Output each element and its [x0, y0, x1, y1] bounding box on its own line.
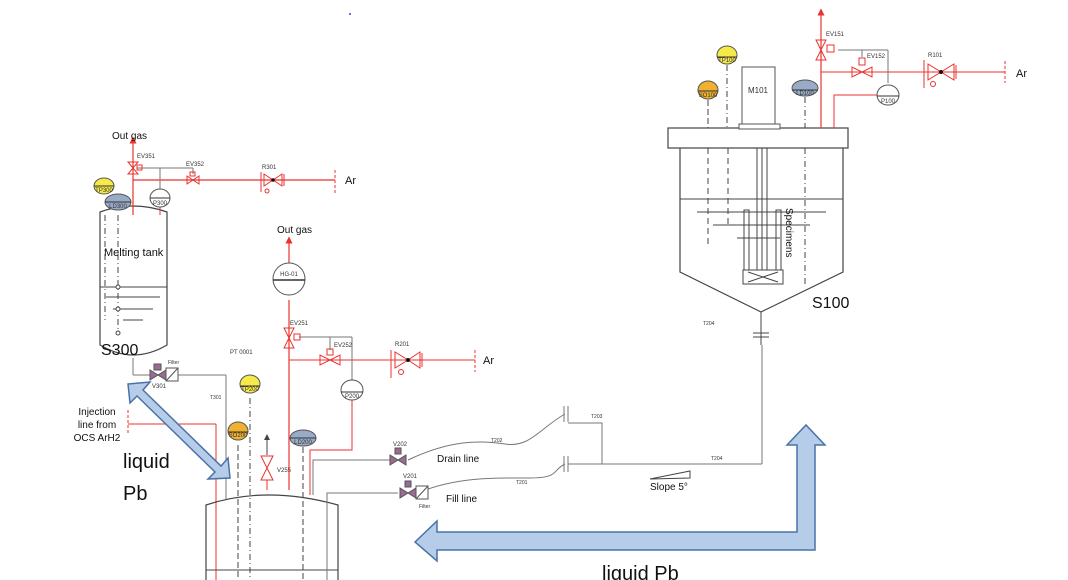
- valve-v301[interactable]: [149, 363, 167, 381]
- sensor-so200[interactable]: SO200: [227, 421, 249, 441]
- sensor-ld200[interactable]: LD200: [289, 429, 317, 447]
- valve-v202[interactable]: [389, 447, 407, 466]
- drain-line-pipe[interactable]: [312, 413, 566, 495]
- svg-text:LD100: LD100: [796, 91, 814, 97]
- v301-label: V301: [152, 384, 167, 390]
- valve-ev252[interactable]: [319, 348, 341, 366]
- svg-text:M101: M101: [748, 86, 769, 95]
- svg-text:TP200: TP200: [241, 387, 259, 393]
- sensor-p200[interactable]: P200: [340, 379, 364, 401]
- v201-label: V201: [403, 474, 418, 480]
- svg-text:TP300: TP300: [95, 188, 113, 194]
- r201-label: R201: [395, 342, 410, 348]
- t201-label: T201: [516, 480, 528, 486]
- ar-s100: Ar: [1016, 68, 1027, 80]
- ev152-label: EV152: [867, 54, 886, 60]
- drain-line-label: Drain line: [437, 454, 480, 465]
- valve-ev251[interactable]: [283, 327, 301, 349]
- filter-s300-label: Filter: [168, 360, 179, 366]
- sensor-so100[interactable]: SO100: [697, 80, 719, 100]
- ar-s300: Ar: [345, 175, 356, 187]
- filter-fill-line[interactable]: [415, 485, 429, 500]
- s200-vessel[interactable]: [205, 494, 339, 580]
- liquid-pb-double-arrow: [127, 381, 231, 480]
- liquid-pb-left-1: liquid: [123, 451, 170, 473]
- v202-label: V202: [393, 442, 408, 448]
- s300-label: S300: [101, 342, 138, 359]
- filter-fill-label: Filter: [419, 504, 430, 510]
- svg-text:P200: P200: [345, 394, 360, 400]
- fill-line-label: Fill line: [446, 494, 478, 505]
- sensor-tp100[interactable]: TP100: [716, 45, 738, 65]
- s300-vessel[interactable]: [99, 205, 168, 356]
- sensor-ld300[interactable]: LD300: [104, 193, 132, 211]
- r101-label: R101: [928, 53, 943, 59]
- liquid-pb-bottom: liquid Pb: [602, 563, 679, 580]
- liquid-pb-left-2: Pb: [123, 483, 147, 505]
- svg-text:HG-01: HG-01: [280, 272, 298, 278]
- svg-text:TP100: TP100: [718, 58, 736, 64]
- specimens-label: Specimens: [783, 208, 794, 257]
- valve-ev152[interactable]: [851, 57, 873, 78]
- sensor-tp300[interactable]: TP300: [93, 177, 115, 195]
- r301-label: R301: [262, 165, 277, 171]
- slope-indicator: [649, 470, 691, 480]
- filter-s300[interactable]: [165, 367, 179, 382]
- ev251-label: EV251: [290, 321, 309, 327]
- valve-ev352[interactable]: [186, 171, 200, 185]
- sensor-p100[interactable]: P100: [876, 84, 900, 106]
- s100-gas-lines: [817, 8, 1006, 128]
- valve-ev351[interactable]: [126, 161, 143, 175]
- svg-text:P100: P100: [881, 99, 896, 105]
- svg-text:P300: P300: [153, 201, 168, 207]
- svg-text:SO100: SO100: [699, 93, 718, 99]
- ev352-label: EV352: [186, 162, 205, 168]
- out-gas-s300: Out gas: [112, 131, 147, 142]
- injection-line-1: Injection: [78, 407, 115, 418]
- svg-text:SO200: SO200: [229, 433, 248, 439]
- ev252-label: EV252: [334, 343, 353, 349]
- injection-line-2: line from: [78, 420, 116, 431]
- fill-line-pipe[interactable]: [326, 463, 566, 580]
- valve-v201[interactable]: [399, 480, 417, 499]
- pt0001-label: PT 0001: [230, 350, 253, 356]
- slope-label: Slope 5°: [650, 482, 688, 493]
- regulator-r201[interactable]: [390, 350, 423, 378]
- ev151-label: EV151: [826, 32, 845, 38]
- t301-label: T301: [210, 395, 222, 401]
- stray-dot: [349, 13, 351, 15]
- motor-m101[interactable]: M101: [738, 66, 781, 130]
- ar-s200: Ar: [483, 355, 494, 367]
- regulator-r301[interactable]: [260, 172, 285, 194]
- t203-label: T203: [591, 414, 603, 420]
- injection-line-3: OCS ArH2: [74, 433, 121, 444]
- valve-v255[interactable]: [260, 434, 274, 490]
- sensor-ld100[interactable]: LD100: [791, 79, 819, 97]
- s100-vessel[interactable]: [667, 127, 849, 345]
- svg-text:LD300: LD300: [109, 204, 127, 210]
- v255-label: V255: [277, 468, 292, 474]
- out-gas-s200: Out gas: [277, 225, 312, 236]
- pipe-connectors: [563, 345, 763, 472]
- ev351-label: EV351: [137, 154, 156, 160]
- melting-tank-label: Melting tank: [104, 247, 164, 259]
- svg-text:LD200: LD200: [294, 440, 312, 446]
- liquid-pb-return-arrow: [413, 423, 827, 563]
- sensor-hg01[interactable]: HG-01: [272, 262, 306, 296]
- sensor-tp200[interactable]: TP200: [239, 374, 261, 394]
- valve-ev151[interactable]: [815, 39, 835, 61]
- t204-label: T204: [711, 456, 723, 462]
- t202-label: T202: [491, 438, 503, 444]
- t204-s100-label: T204: [703, 321, 715, 327]
- s100-label: S100: [812, 295, 849, 312]
- sensor-p300[interactable]: P300: [149, 188, 171, 208]
- regulator-r101[interactable]: [923, 60, 957, 88]
